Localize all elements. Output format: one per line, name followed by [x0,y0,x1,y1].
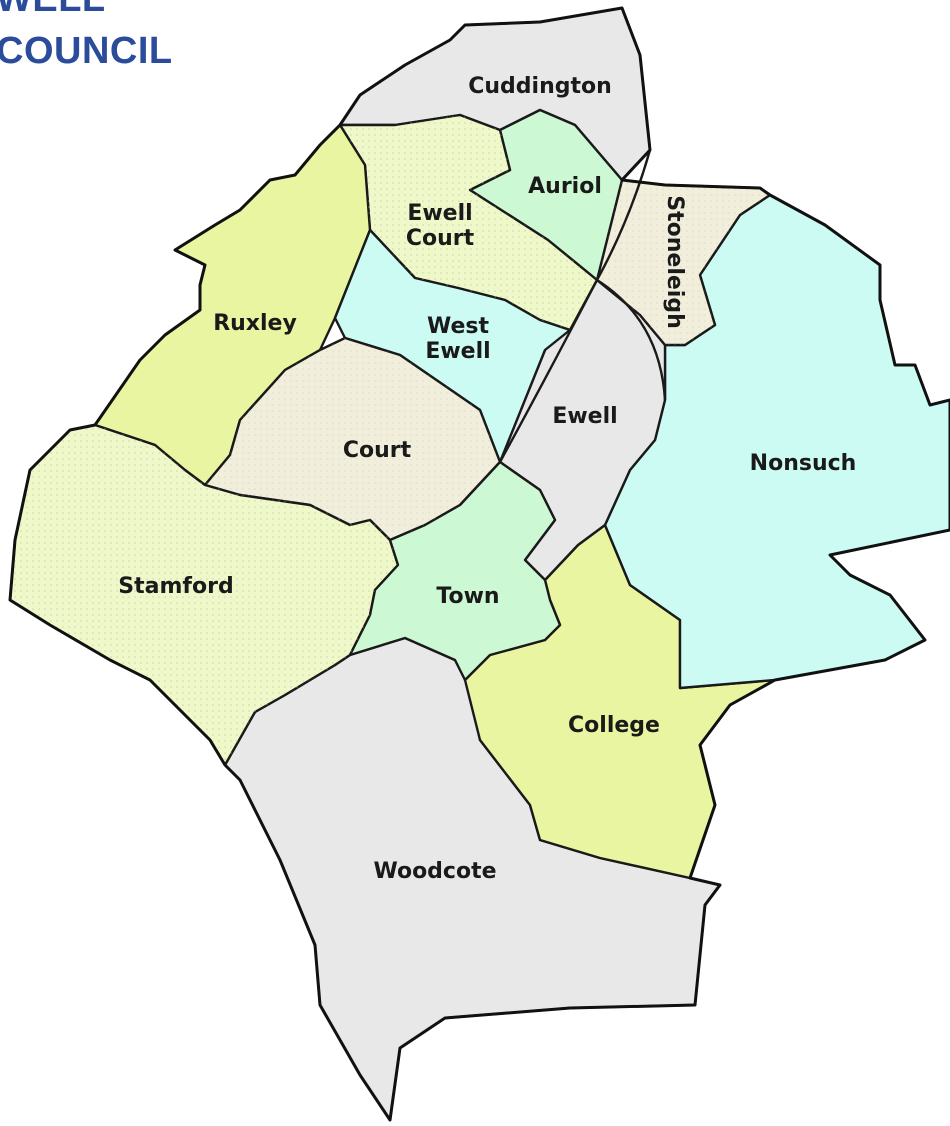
label-woodcote: Woodcote [373,859,496,884]
label-auriol: Auriol [528,174,602,199]
label-stoneleigh: Stoneleigh [662,195,687,328]
label-cuddington: Cuddington [468,74,612,99]
label-college: College [568,713,660,738]
label-ewell: Ewell [552,404,617,429]
ward-stoneleigh-texture [597,180,770,345]
label-west-ewell-line2: Ewell [425,339,490,364]
label-nonsuch: Nonsuch [750,451,857,476]
label-ewell-court-line1: Ewell [407,201,472,226]
label-ruxley: Ruxley [213,311,297,336]
label-stamford: Stamford [118,574,233,599]
label-town: Town [436,584,499,609]
boundary-line-diagonal [498,149,652,463]
label-west-ewell-line1: West [427,314,489,339]
ward-ewell-court-texture [340,115,597,330]
ward-stamford-texture [10,425,398,765]
label-court: Court [343,438,412,463]
boundary-line-curve [596,278,667,401]
label-ewell-court-line2: Court [406,226,475,251]
page-title-line2: COUNCIL [0,30,173,72]
page-title-line1: WELL [0,0,106,21]
borough-outline [8,6,950,1122]
ward-court-texture [205,338,500,540]
